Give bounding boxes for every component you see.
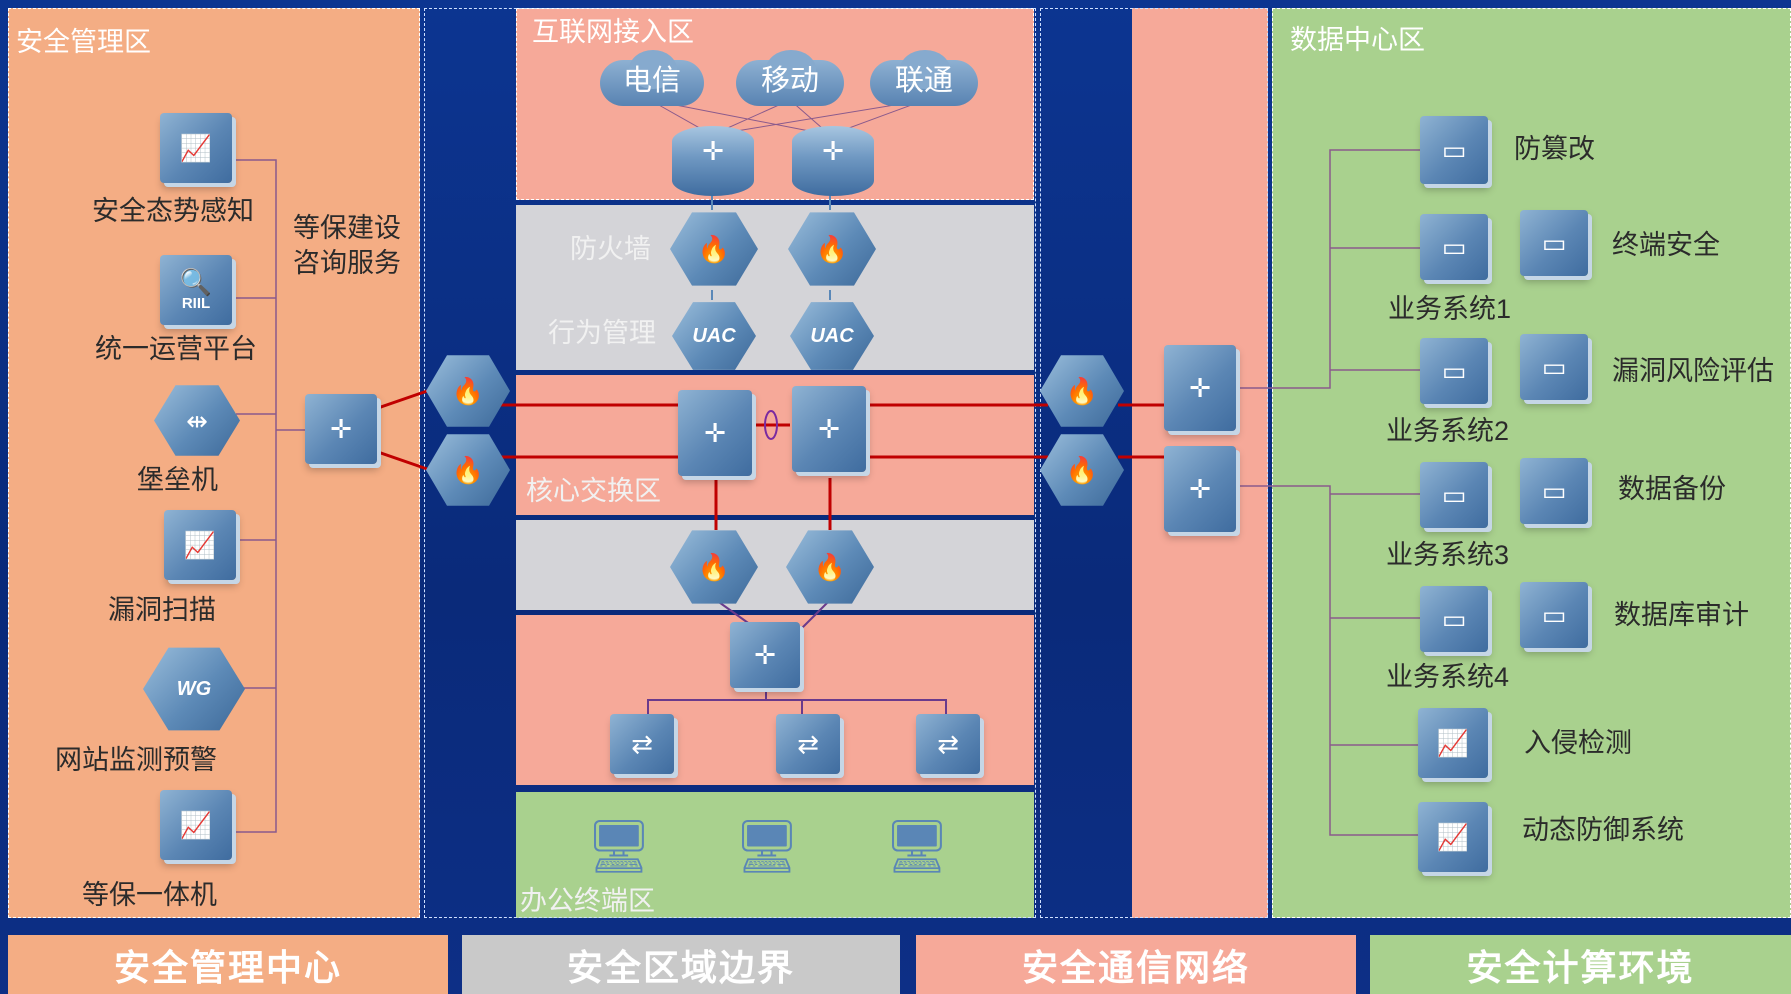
dc-service-label-1: 防篡改 <box>1514 136 1595 163</box>
compliance-appliance-device: 📈 <box>160 790 232 860</box>
border-router-2: ✛ <box>792 126 874 196</box>
aggregation-switch: ✛ <box>730 622 800 688</box>
dc-service-label-5: 数据库审计 <box>1614 602 1749 629</box>
business-system-3-device: ▭ <box>1420 462 1488 528</box>
internet-zone-title: 互联网接入区 <box>532 10 694 49</box>
mgmt-device-label-3: 堡垒机 <box>137 467 218 494</box>
vuln-assessment-device: ▭ <box>1520 334 1588 400</box>
endpoint-security-device: ▭ <box>1520 210 1588 276</box>
mgmt-device-label-1: 安全态势感知 <box>92 198 254 225</box>
border-router-1: ✛ <box>672 126 754 196</box>
situational-awareness-device: 📈 <box>160 113 232 183</box>
consult-service-line-1: 等保建设 <box>293 215 401 242</box>
core-zone-title: 核心交换区 <box>526 478 661 505</box>
dc-service-label-4: 数据备份 <box>1618 476 1726 503</box>
dc-core-switch-2: ✛ <box>1164 446 1236 532</box>
mgmt-switch: ✛ <box>305 394 377 464</box>
mgmt-device-label-2: 统一运营平台 <box>95 336 257 363</box>
office-terminal-3: 🖥 <box>884 816 950 877</box>
banner-security-comm-network: 安全通信网络 <box>916 935 1356 994</box>
mgmt-device-label-6: 等保一体机 <box>82 882 217 909</box>
business-system-2-device: ▭ <box>1420 338 1488 404</box>
firewall-label: 防火墙 <box>570 236 651 263</box>
isp-mobile-cloud: 移动 <box>736 50 844 106</box>
mgmt-device-label-5: 网站监测预警 <box>55 747 217 774</box>
banner-security-mgmt-center: 安全管理中心 <box>8 935 448 994</box>
anti-tamper-device: ▭ <box>1420 116 1488 184</box>
dc-core-switch-1: ✛ <box>1164 345 1236 431</box>
mgmt-device-label-4: 漏洞扫描 <box>108 597 216 624</box>
ops-platform-device: 🔍RIIL <box>160 255 232 325</box>
dc-service-label-3: 漏洞风险评估 <box>1612 358 1774 385</box>
consult-service-line-2: 咨询服务 <box>293 250 401 277</box>
intrusion-detection-device: 📈 <box>1418 708 1488 778</box>
dynamic-defense-device: 📈 <box>1418 802 1488 872</box>
behavior-mgmt-label: 行为管理 <box>548 320 656 347</box>
office-zone-title: 办公终端区 <box>520 888 655 915</box>
core-switch-2: ✛ <box>792 386 866 472</box>
business-system-4-device: ▭ <box>1420 586 1488 652</box>
dc-tree-lines <box>1238 150 1420 835</box>
banner-security-compute-env: 安全计算环境 <box>1370 935 1791 994</box>
access-switch-3: ⇄ <box>916 714 980 774</box>
dc-business-label-4: 业务系统4 <box>1386 664 1509 691</box>
isp-telecom-cloud: 电信 <box>600 50 704 106</box>
office-terminal-2: 🖥 <box>734 816 800 877</box>
dc-business-label-2: 业务系统2 <box>1386 418 1509 445</box>
isp-unicom-cloud: 联通 <box>870 50 978 106</box>
dc-business-label-1: 业务系统1 <box>1388 296 1511 323</box>
access-switch-2: ⇄ <box>776 714 840 774</box>
db-audit-device: ▭ <box>1520 582 1588 648</box>
office-terminal-1: 🖥 <box>586 816 652 877</box>
access-switch-1: ⇄ <box>610 714 674 774</box>
dc-business-label-3: 业务系统3 <box>1386 542 1509 569</box>
dc-service-label-2: 终端安全 <box>1612 232 1720 259</box>
dc-service-label-7: 动态防御系统 <box>1522 817 1684 844</box>
business-system-1-device: ▭ <box>1420 214 1488 280</box>
vuln-scanner-device: 📈 <box>164 510 236 580</box>
core-switch-1: ✛ <box>678 390 752 476</box>
data-backup-device: ▭ <box>1520 458 1588 524</box>
banner-security-boundary: 安全区域边界 <box>462 935 900 994</box>
dc-service-label-6: 入侵检测 <box>1524 730 1632 757</box>
